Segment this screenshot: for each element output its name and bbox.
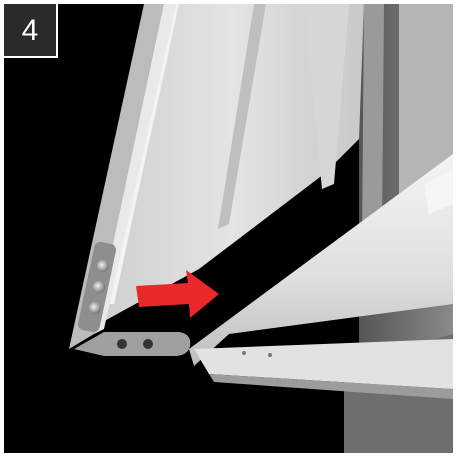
hinge-leaf: [74, 332, 191, 356]
hinge-assembly-illustration: [69, 4, 453, 453]
hinge-plate: [78, 241, 116, 333]
step-number-badge: 4: [4, 4, 58, 58]
illustration-frame: 4: [4, 4, 453, 453]
arrow-right-icon: [136, 270, 219, 318]
screw-icon: [97, 260, 109, 272]
screw-icon: [93, 281, 105, 293]
screw-icon: [89, 302, 101, 314]
frame-profile: [189, 154, 453, 399]
